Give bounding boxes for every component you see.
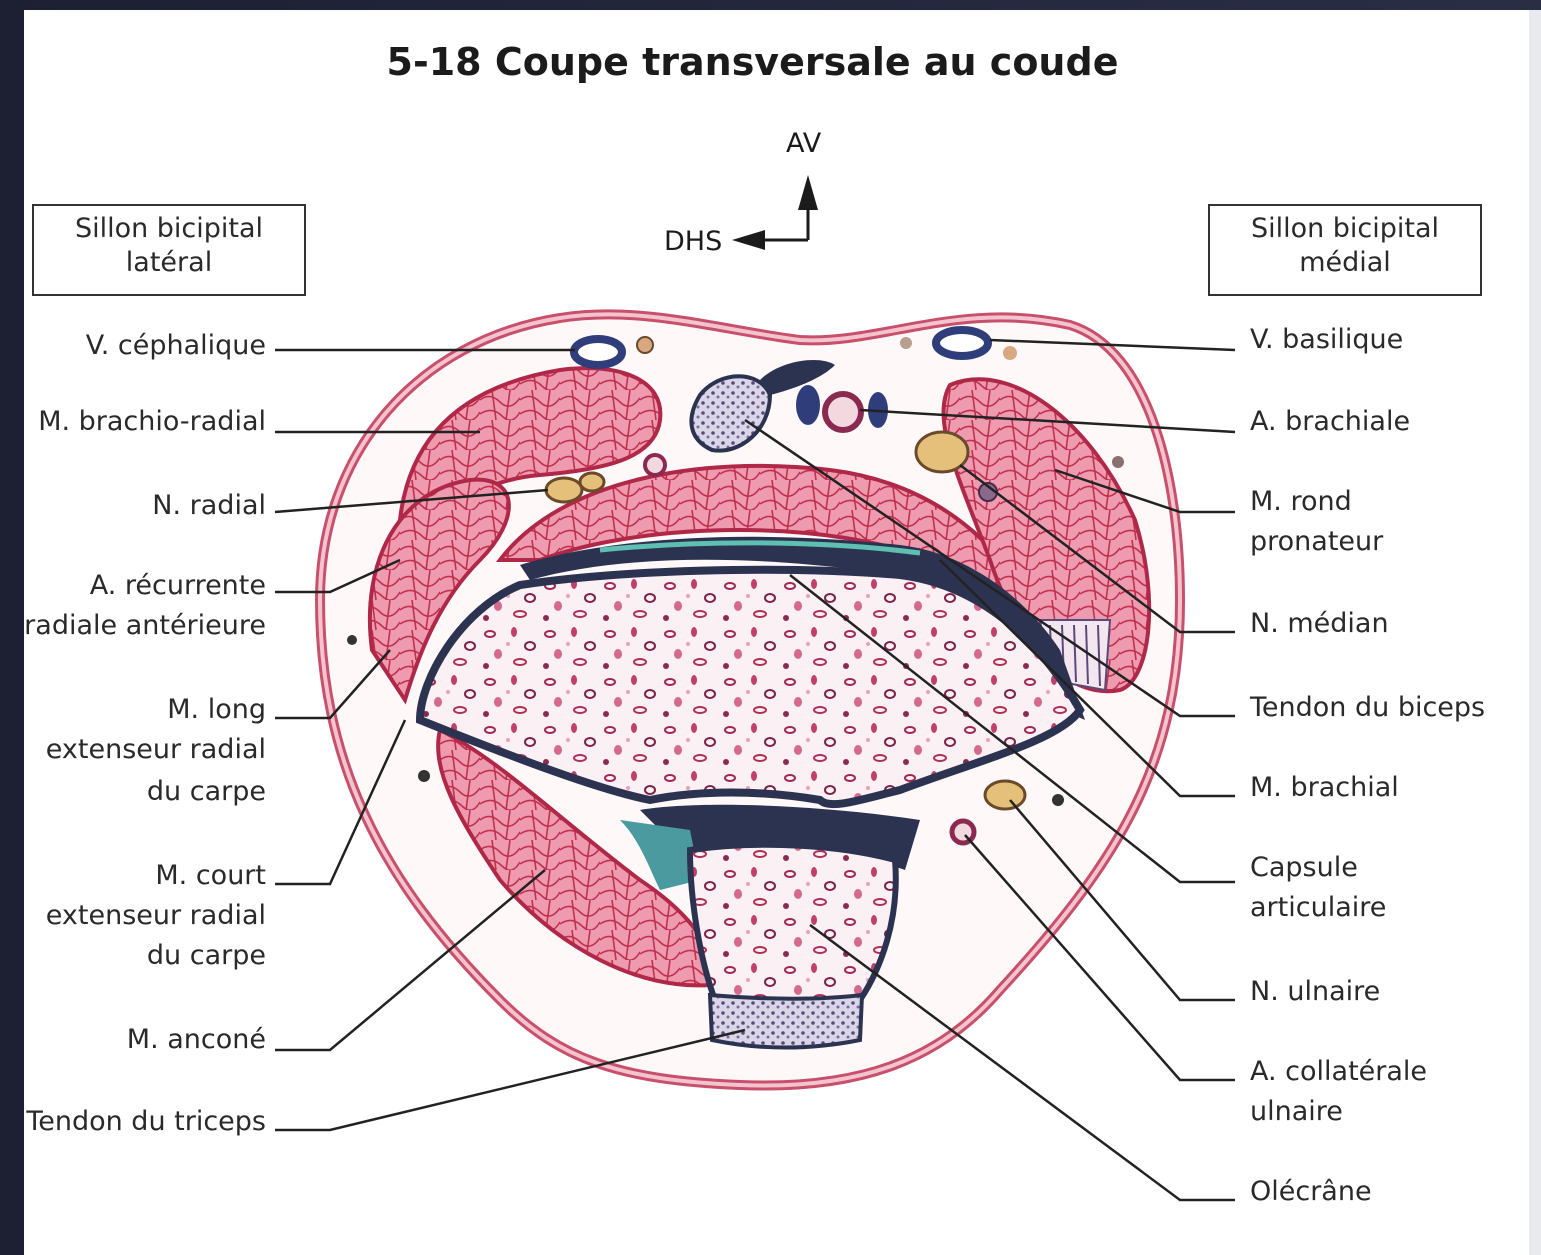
label-capsule-1: Capsule	[1250, 848, 1358, 888]
label-n-radial: N. radial	[152, 486, 266, 526]
label-m-court-2: extenseur radial	[46, 896, 266, 936]
label-m-long-1: M. long	[167, 690, 266, 730]
label-m-brachial: M. brachial	[1250, 768, 1399, 808]
nerve-radial	[546, 478, 582, 502]
artery-brachial	[825, 394, 861, 430]
label-n-median: N. médian	[1250, 604, 1389, 644]
label-m-rond-1: M. rond	[1250, 482, 1352, 522]
label-m-court-1: M. court	[155, 856, 266, 896]
tendon-triceps	[710, 995, 862, 1048]
bone-olecranon	[690, 845, 896, 1008]
label-a-collaterale-1: A. collatérale	[1250, 1052, 1427, 1092]
label-m-long-2: extenseur radial	[46, 730, 266, 770]
label-a-recurrente-2: radiale antérieure	[24, 606, 266, 646]
label-m-court-3: du carpe	[147, 936, 266, 976]
vein-basilic	[936, 330, 988, 356]
label-a-recurrente-1: A. récurrente	[90, 566, 266, 606]
label-m-ancone: M. anconé	[127, 1020, 266, 1060]
label-m-brachio-radial: M. brachio-radial	[38, 402, 266, 442]
label-m-rond-2: pronateur	[1250, 522, 1383, 562]
label-tendon-triceps: Tendon du triceps	[26, 1102, 266, 1142]
label-olecrane: Olécrâne	[1250, 1172, 1372, 1212]
label-v-cephalique: V. céphalique	[86, 326, 266, 366]
label-n-ulnaire: N. ulnaire	[1250, 972, 1380, 1012]
vein-cephalic	[574, 339, 622, 365]
orientation-arrows	[732, 175, 818, 250]
nerve-ulnar	[985, 781, 1025, 809]
label-m-long-3: du carpe	[147, 772, 266, 812]
vein-brachial-1	[796, 385, 820, 425]
label-capsule-2: articulaire	[1250, 888, 1386, 928]
label-tendon-biceps: Tendon du biceps	[1250, 688, 1485, 728]
label-a-brachiale: A. brachiale	[1250, 402, 1410, 442]
label-v-basilique: V. basilique	[1250, 320, 1403, 360]
label-a-collaterale-2: ulnaire	[1250, 1092, 1343, 1132]
